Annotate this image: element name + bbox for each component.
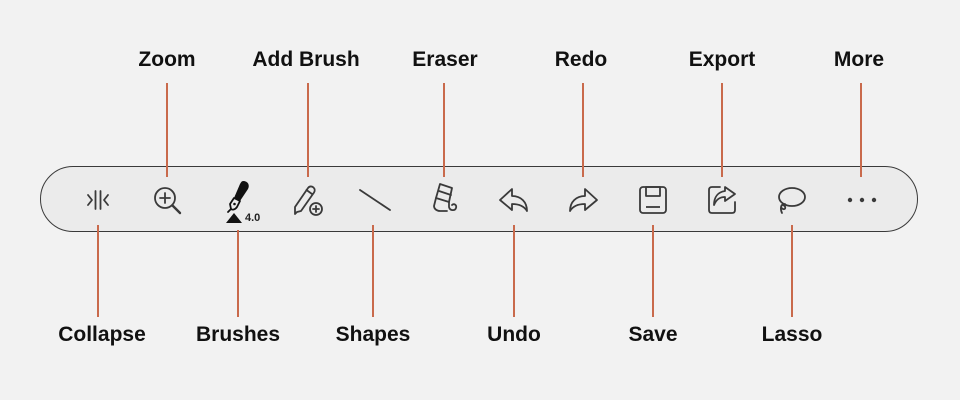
zoom-in-icon bbox=[154, 187, 182, 215]
callout-line-brushes bbox=[237, 230, 239, 317]
label-export: Export bbox=[688, 48, 756, 71]
brush-icon bbox=[227, 181, 249, 213]
more-button[interactable] bbox=[842, 182, 882, 218]
drawing-toolbar bbox=[40, 166, 918, 232]
callout-line-lasso bbox=[791, 225, 793, 317]
callout-line-undo bbox=[513, 225, 515, 317]
label-redo: Redo bbox=[554, 48, 608, 71]
collapse-button[interactable] bbox=[78, 182, 118, 218]
label-add-brush: Add Brush bbox=[252, 48, 360, 71]
label-shapes: Shapes bbox=[335, 323, 411, 346]
label-eraser: Eraser bbox=[412, 48, 478, 71]
brush-size-indicator[interactable]: 4.0 bbox=[226, 212, 260, 224]
label-lasso: Lasso bbox=[761, 323, 823, 346]
brush-size-value: 4.0 bbox=[245, 212, 261, 224]
export-icon bbox=[708, 186, 736, 214]
add-brush-button[interactable] bbox=[287, 182, 327, 218]
line-shape-icon bbox=[359, 189, 391, 211]
export-button[interactable] bbox=[702, 182, 742, 218]
eraser-button[interactable] bbox=[424, 180, 464, 216]
label-collapse: Collapse bbox=[58, 323, 146, 346]
lasso-icon bbox=[778, 187, 806, 214]
zoom-button[interactable] bbox=[147, 182, 187, 218]
callout-line-save bbox=[652, 225, 654, 317]
label-save: Save bbox=[628, 323, 678, 346]
callout-line-add-brush bbox=[307, 83, 309, 177]
label-undo: Undo bbox=[487, 323, 541, 346]
callout-line-collapse bbox=[97, 225, 99, 317]
callout-line-eraser bbox=[443, 83, 445, 177]
label-zoom: Zoom bbox=[138, 48, 196, 71]
more-icon bbox=[847, 197, 877, 203]
shapes-button[interactable] bbox=[355, 182, 395, 218]
undo-icon bbox=[499, 188, 528, 212]
label-more: More bbox=[833, 48, 885, 71]
redo-button[interactable] bbox=[563, 182, 603, 218]
brushes-button[interactable] bbox=[218, 178, 258, 214]
eraser-icon bbox=[433, 183, 458, 212]
label-brushes: Brushes bbox=[195, 323, 281, 346]
save-icon bbox=[639, 186, 667, 214]
add-brush-icon bbox=[294, 185, 323, 216]
callout-line-redo bbox=[582, 83, 584, 177]
save-button[interactable] bbox=[633, 182, 673, 218]
callout-line-more bbox=[860, 83, 862, 177]
lasso-button[interactable] bbox=[771, 182, 811, 218]
brush-size-triangle-icon bbox=[226, 213, 242, 223]
callout-line-zoom bbox=[166, 83, 168, 177]
callout-line-export bbox=[721, 83, 723, 177]
collapse-icon bbox=[87, 190, 109, 210]
callout-line-shapes bbox=[372, 225, 374, 317]
undo-button[interactable] bbox=[494, 182, 534, 218]
redo-icon bbox=[569, 188, 598, 212]
